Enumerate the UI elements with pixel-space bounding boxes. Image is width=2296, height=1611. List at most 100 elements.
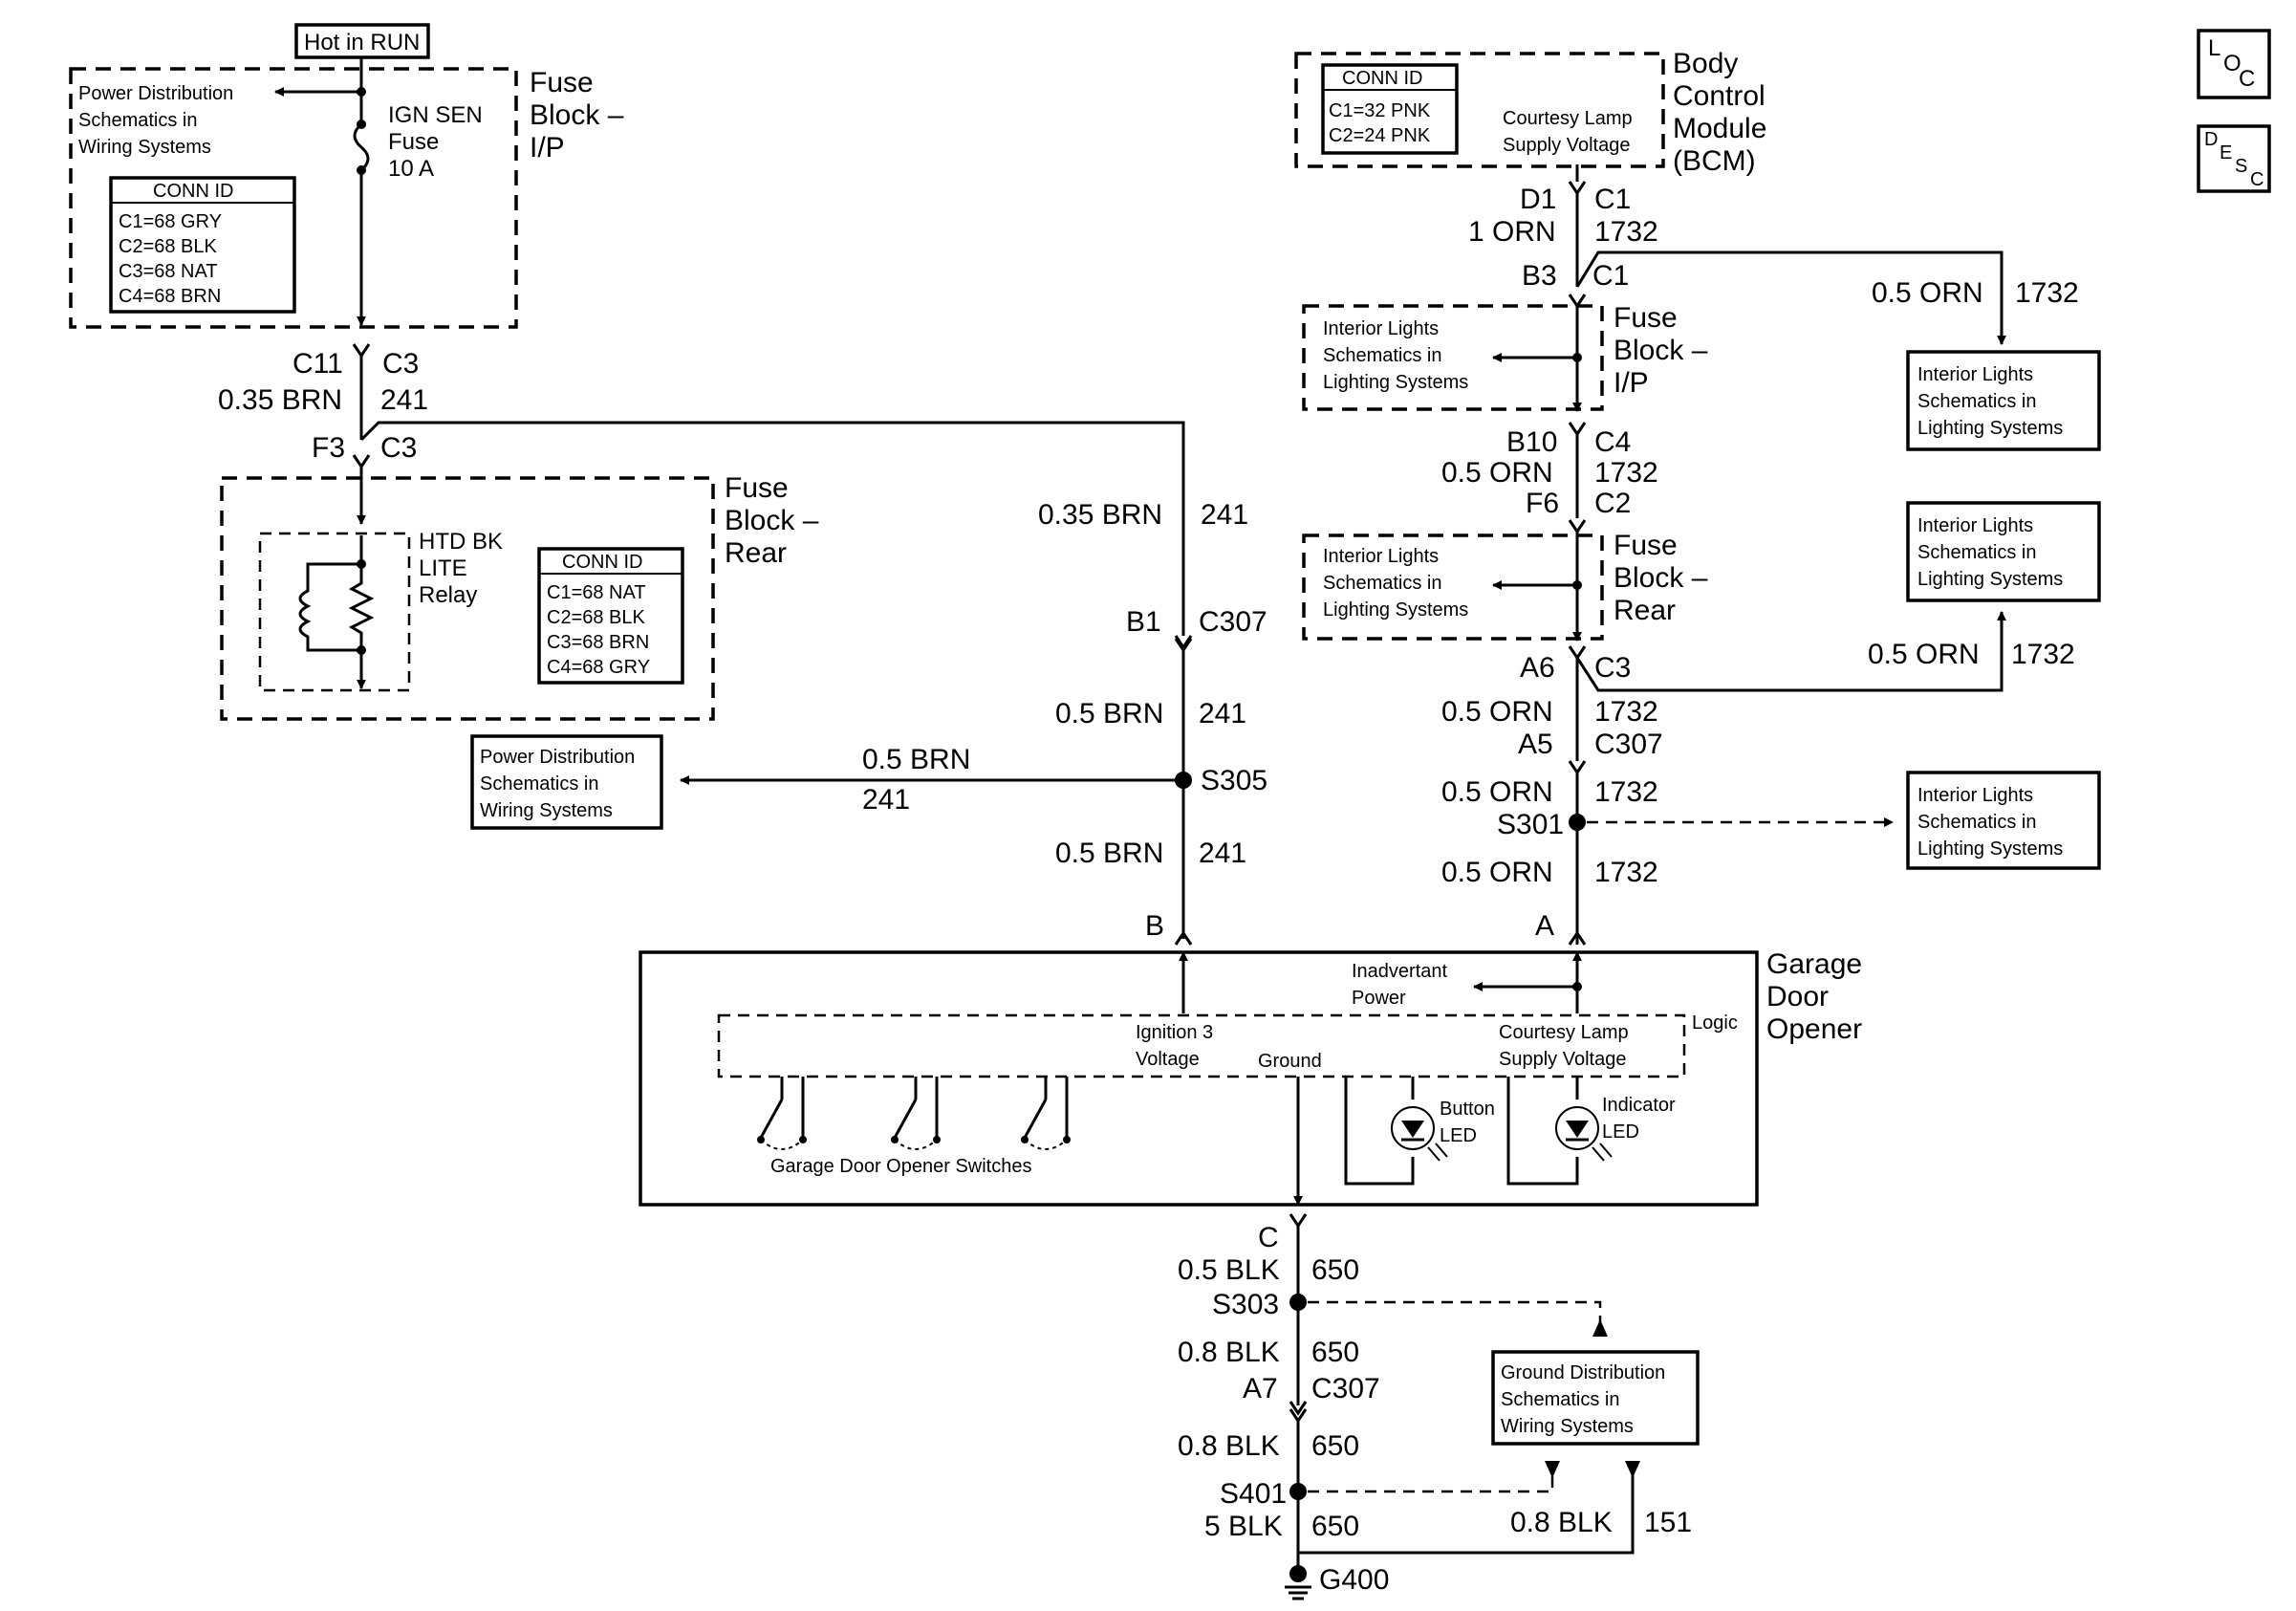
label-a6: A6 xyxy=(1520,652,1555,684)
svg-text:Indicator: Indicator xyxy=(1602,1095,1676,1116)
indicator-led-label: Indicator LED xyxy=(1602,1095,1676,1143)
hot-in-run-label: Hot in RUN xyxy=(294,23,430,59)
ground-distribution-box[interactable]: Ground Distribution Schematics in Wiring… xyxy=(1491,1350,1700,1446)
svg-text:Ignition 3: Ignition 3 xyxy=(1136,1022,1213,1043)
svg-text:Voltage: Voltage xyxy=(1136,1049,1200,1070)
ground-label: Ground xyxy=(1258,1051,1322,1072)
bcm-outline xyxy=(1294,52,1665,168)
svg-text:C3=68 BRN: C3=68 BRN xyxy=(547,632,649,653)
svg-text:E: E xyxy=(2220,142,2232,163)
svg-text:C4=68 BRN: C4=68 BRN xyxy=(119,286,221,307)
svg-text:LITE: LITE xyxy=(419,555,467,581)
label-c307-left: C307 xyxy=(1199,606,1267,638)
label-b10: B10 xyxy=(1506,426,1557,458)
fuse-block-rear-right-outline xyxy=(1302,533,1604,641)
button-led-label: Button LED xyxy=(1440,1099,1495,1146)
splice-s301 xyxy=(1569,814,1586,831)
interior-lights-ref-rear[interactable]: Interior Lights Schematics in Lighting S… xyxy=(1323,546,1468,620)
svg-text:CONN ID: CONN ID xyxy=(1342,68,1422,89)
svg-text:Schematics in: Schematics in xyxy=(480,773,599,795)
label-c1-top: C1 xyxy=(1594,184,1631,215)
svg-text:Button: Button xyxy=(1440,1099,1495,1120)
svg-text:Wiring Systems: Wiring Systems xyxy=(78,137,211,158)
ign-sen-fuse-label: IGN SEN Fuse 10 A xyxy=(388,102,483,182)
svg-text:Relay: Relay xyxy=(419,582,477,608)
wire-650-b: 650 xyxy=(1311,1337,1359,1368)
branch2-wire: 0.5 ORN xyxy=(1868,639,1980,670)
conn-id-box-ip-left: CONN ID C1=68 GRY C2=68 BLK C3=68 NAT C4… xyxy=(109,176,296,314)
svg-text:Module: Module xyxy=(1673,113,1766,144)
svg-text:Ground Distribution: Ground Distribution xyxy=(1501,1362,1665,1383)
fuse-block-rear-right-title: Fuse Block – Rear xyxy=(1614,530,1708,626)
fuse-block-ip-right-title: Fuse Block – I/P xyxy=(1614,302,1708,399)
wire-035-brn-a: 0.35 BRN xyxy=(218,384,342,416)
label-s301: S301 xyxy=(1497,809,1564,840)
loc-icon[interactable]: L O C xyxy=(2197,29,2271,99)
label-c3-mid: C3 xyxy=(380,432,417,464)
wire-650-a: 650 xyxy=(1311,1254,1359,1286)
svg-text:Schematics in: Schematics in xyxy=(1323,573,1442,594)
wire-650-c: 650 xyxy=(1311,1430,1359,1462)
label-s305: S305 xyxy=(1201,765,1267,796)
wire-08-blk-b: 0.8 BLK xyxy=(1178,1430,1280,1462)
svg-text:Lighting Systems: Lighting Systems xyxy=(1323,372,1468,393)
ign-sen-fuse-symbol xyxy=(353,122,370,172)
label-c4: C4 xyxy=(1594,426,1631,458)
svg-text:Fuse: Fuse xyxy=(388,129,439,155)
svg-text:Lighting Systems: Lighting Systems xyxy=(1917,569,2063,590)
interior-lights-box-2[interactable]: Interior Lights Schematics in Lighting S… xyxy=(1906,501,2101,602)
wire-1732-c: 1732 xyxy=(1594,696,1658,728)
label-c1-mid: C1 xyxy=(1592,260,1629,292)
gdo-switch-1 xyxy=(757,1077,807,1150)
svg-text:C2=24 PNK: C2=24 PNK xyxy=(1329,125,1431,146)
svg-text:C1=68 NAT: C1=68 NAT xyxy=(547,582,646,603)
power-dist-ref-left[interactable]: Power Distribution Schematics in Wiring … xyxy=(78,83,233,158)
label-c307-right: C307 xyxy=(1594,729,1663,760)
label-c3-right: C3 xyxy=(1594,652,1631,684)
svg-text:Power Distribution: Power Distribution xyxy=(78,83,233,104)
wire-05-orn-c: 0.5 ORN xyxy=(1441,776,1553,808)
svg-text:Hot in RUN: Hot in RUN xyxy=(304,30,420,55)
branch1-wire: 0.5 ORN xyxy=(1872,277,1983,309)
splice-s303 xyxy=(1289,1294,1307,1311)
svg-text:Power: Power xyxy=(1352,988,1406,1009)
svg-text:Fuse: Fuse xyxy=(1614,530,1678,561)
svg-text:Block –: Block – xyxy=(1614,335,1708,366)
indicator-led-icon xyxy=(1506,1077,1613,1186)
wire-05-brn-b: 0.5 BRN xyxy=(862,744,970,775)
wire-1732-d: 1732 xyxy=(1594,776,1658,808)
svg-text:C2=68 BLK: C2=68 BLK xyxy=(547,607,646,628)
fuse-block-ip-right-outline xyxy=(1302,304,1604,411)
label-f6: F6 xyxy=(1526,488,1559,519)
gdo-switch-3 xyxy=(1021,1077,1071,1150)
interior-lights-box-1[interactable]: Interior Lights Schematics in Lighting S… xyxy=(1906,350,2101,451)
svg-text:Lighting Systems: Lighting Systems xyxy=(1917,418,2063,439)
svg-text:Wiring Systems: Wiring Systems xyxy=(480,800,613,821)
svg-text:S: S xyxy=(2235,156,2247,177)
label-c-ground: C xyxy=(1258,1222,1279,1253)
relay-resistor xyxy=(348,564,375,650)
svg-text:Interior Lights: Interior Lights xyxy=(1323,546,1439,567)
svg-text:O: O xyxy=(2223,51,2242,76)
desc-icon[interactable]: D E S C xyxy=(2197,124,2271,193)
svg-text:C4=68 GRY: C4=68 GRY xyxy=(547,657,650,678)
interior-lights-box-3[interactable]: Interior Lights Schematics in Lighting S… xyxy=(1906,771,2101,870)
inadvertant-power-label: Inadvertant Power xyxy=(1352,961,1448,1009)
fuse-block-rear-left-title: Fuse Block – Rear xyxy=(725,472,819,569)
svg-text:Schematics in: Schematics in xyxy=(1917,812,2037,833)
interior-lights-ref-ip[interactable]: Interior Lights Schematics in Lighting S… xyxy=(1323,318,1468,393)
svg-text:Block –: Block – xyxy=(725,505,819,536)
svg-text:LED: LED xyxy=(1440,1125,1477,1146)
label-f3: F3 xyxy=(312,432,345,464)
bcm-title: Body Control Module (BCM) xyxy=(1673,48,1766,177)
svg-text:L: L xyxy=(2208,35,2220,61)
wire-05-orn-b: 0.5 ORN xyxy=(1441,696,1553,728)
svg-text:Schematics in: Schematics in xyxy=(1917,542,2037,563)
label-s401: S401 xyxy=(1220,1478,1287,1510)
power-dist-ref-box[interactable]: Power Distribution Schematics in Wiring … xyxy=(470,734,663,830)
svg-text:Wiring Systems: Wiring Systems xyxy=(1501,1416,1634,1437)
label-c11: C11 xyxy=(292,348,343,380)
svg-text:Door: Door xyxy=(1766,981,1829,1012)
svg-text:Control: Control xyxy=(1673,80,1765,112)
wire-035-brn-b: 0.35 BRN xyxy=(1038,499,1162,531)
